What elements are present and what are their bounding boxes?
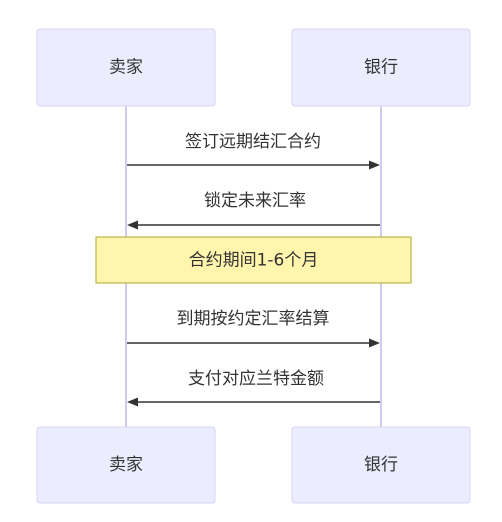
- bank-label-top: 银行: [364, 58, 398, 78]
- message-2-arrowhead: [127, 220, 138, 230]
- message-3-label: 到期按约定汇率结算: [177, 309, 330, 329]
- message-2: 锁定未来汇率: [127, 191, 380, 230]
- seller-label-bottom: 卖家: [109, 455, 143, 475]
- message-4: 支付对应兰特金额: [127, 369, 380, 407]
- bank-actor-top: 银行: [291, 28, 471, 107]
- message-3-arrowhead: [369, 338, 380, 348]
- seller-label-top: 卖家: [109, 58, 143, 78]
- duration-note: 合约期间1-6个月: [95, 236, 412, 284]
- seller-actor-bottom: 卖家: [36, 426, 216, 504]
- message-1: 签订远期结汇合约: [127, 132, 380, 170]
- message-1-arrowhead: [369, 160, 380, 170]
- message-4-arrowhead: [127, 397, 138, 407]
- note-box: [95, 236, 412, 284]
- message-1-label: 签订远期结汇合约: [185, 132, 321, 152]
- note-text: 合约期间1-6个月: [189, 251, 319, 271]
- bank-label-bottom: 银行: [364, 455, 398, 475]
- seller-actor-top: 卖家: [36, 28, 216, 107]
- message-2-label: 锁定未来汇率: [204, 191, 306, 211]
- bank-actor-bottom: 银行: [291, 426, 471, 504]
- message-4-label: 支付对应兰特金额: [188, 369, 324, 389]
- message-3: 到期按约定汇率结算: [127, 309, 380, 348]
